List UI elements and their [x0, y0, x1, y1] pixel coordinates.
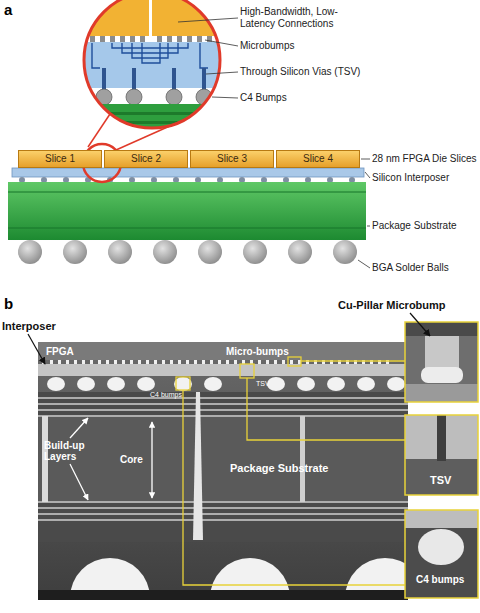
sem-label: TSV [256, 380, 270, 388]
sem-label: Micro-bumps [226, 346, 289, 357]
part-label: Package Substrate [372, 220, 457, 232]
die-slice: Slice 4 [276, 150, 360, 168]
part-label: Silicon Interposer [372, 172, 449, 184]
callout-label: High-Bandwidth, Low-Latency Connections [240, 6, 372, 30]
sem-label: C4 bumps [150, 391, 182, 399]
part-label: Interposer [2, 320, 56, 333]
slice-label: Slice 2 [131, 153, 161, 165]
inset-label: TSV [430, 474, 451, 487]
callout-label: Through Silicon Vias (TSV) [240, 66, 360, 78]
magnifier-ring [84, 0, 220, 128]
part-label: BGA Solder Balls [372, 262, 449, 274]
slice-label: Slice 1 [45, 153, 75, 165]
tsv-inset [405, 415, 478, 495]
part-label: 28 nm FPGA Die Slices [372, 153, 476, 165]
sem-label: Build-up Layers [44, 440, 90, 462]
bga-balls [18, 240, 357, 264]
sem-arrows [70, 418, 152, 500]
die-slice: Slice 2 [104, 150, 188, 168]
magnified-cross-section [80, 0, 230, 144]
pointer-arrow [410, 313, 430, 336]
cu-pillar-inset [405, 322, 478, 402]
die-slice: Slice 3 [190, 150, 274, 168]
inset-label: C4 bumps [416, 574, 464, 585]
substrate-layers [8, 192, 366, 228]
silicon-interposer [12, 168, 364, 177]
die-slice: Slice 1 [18, 150, 102, 168]
sem-image [38, 342, 408, 600]
slice-label: Slice 3 [217, 153, 247, 165]
pointer-arrow [28, 334, 45, 364]
package-substrate [8, 182, 366, 240]
callout-boxes [176, 357, 405, 585]
callout-label: Microbumps [240, 40, 294, 52]
slice-label: Slice 4 [303, 153, 333, 165]
part-label: Cu-Pillar Microbump [338, 299, 446, 312]
sem-label: Core [120, 454, 143, 465]
c4-inset [405, 510, 478, 598]
callout-label: C4 Bumps [240, 92, 287, 104]
c4-bump-row [96, 89, 212, 105]
interposer-wiring [92, 43, 208, 68]
tsv-columns [102, 68, 206, 90]
sem-label: Package Substrate [230, 462, 328, 475]
sem-label: FPGA [46, 346, 74, 357]
microbump-row [90, 36, 212, 42]
panel-letter: a [4, 2, 12, 18]
panel-letter: b [4, 296, 13, 312]
